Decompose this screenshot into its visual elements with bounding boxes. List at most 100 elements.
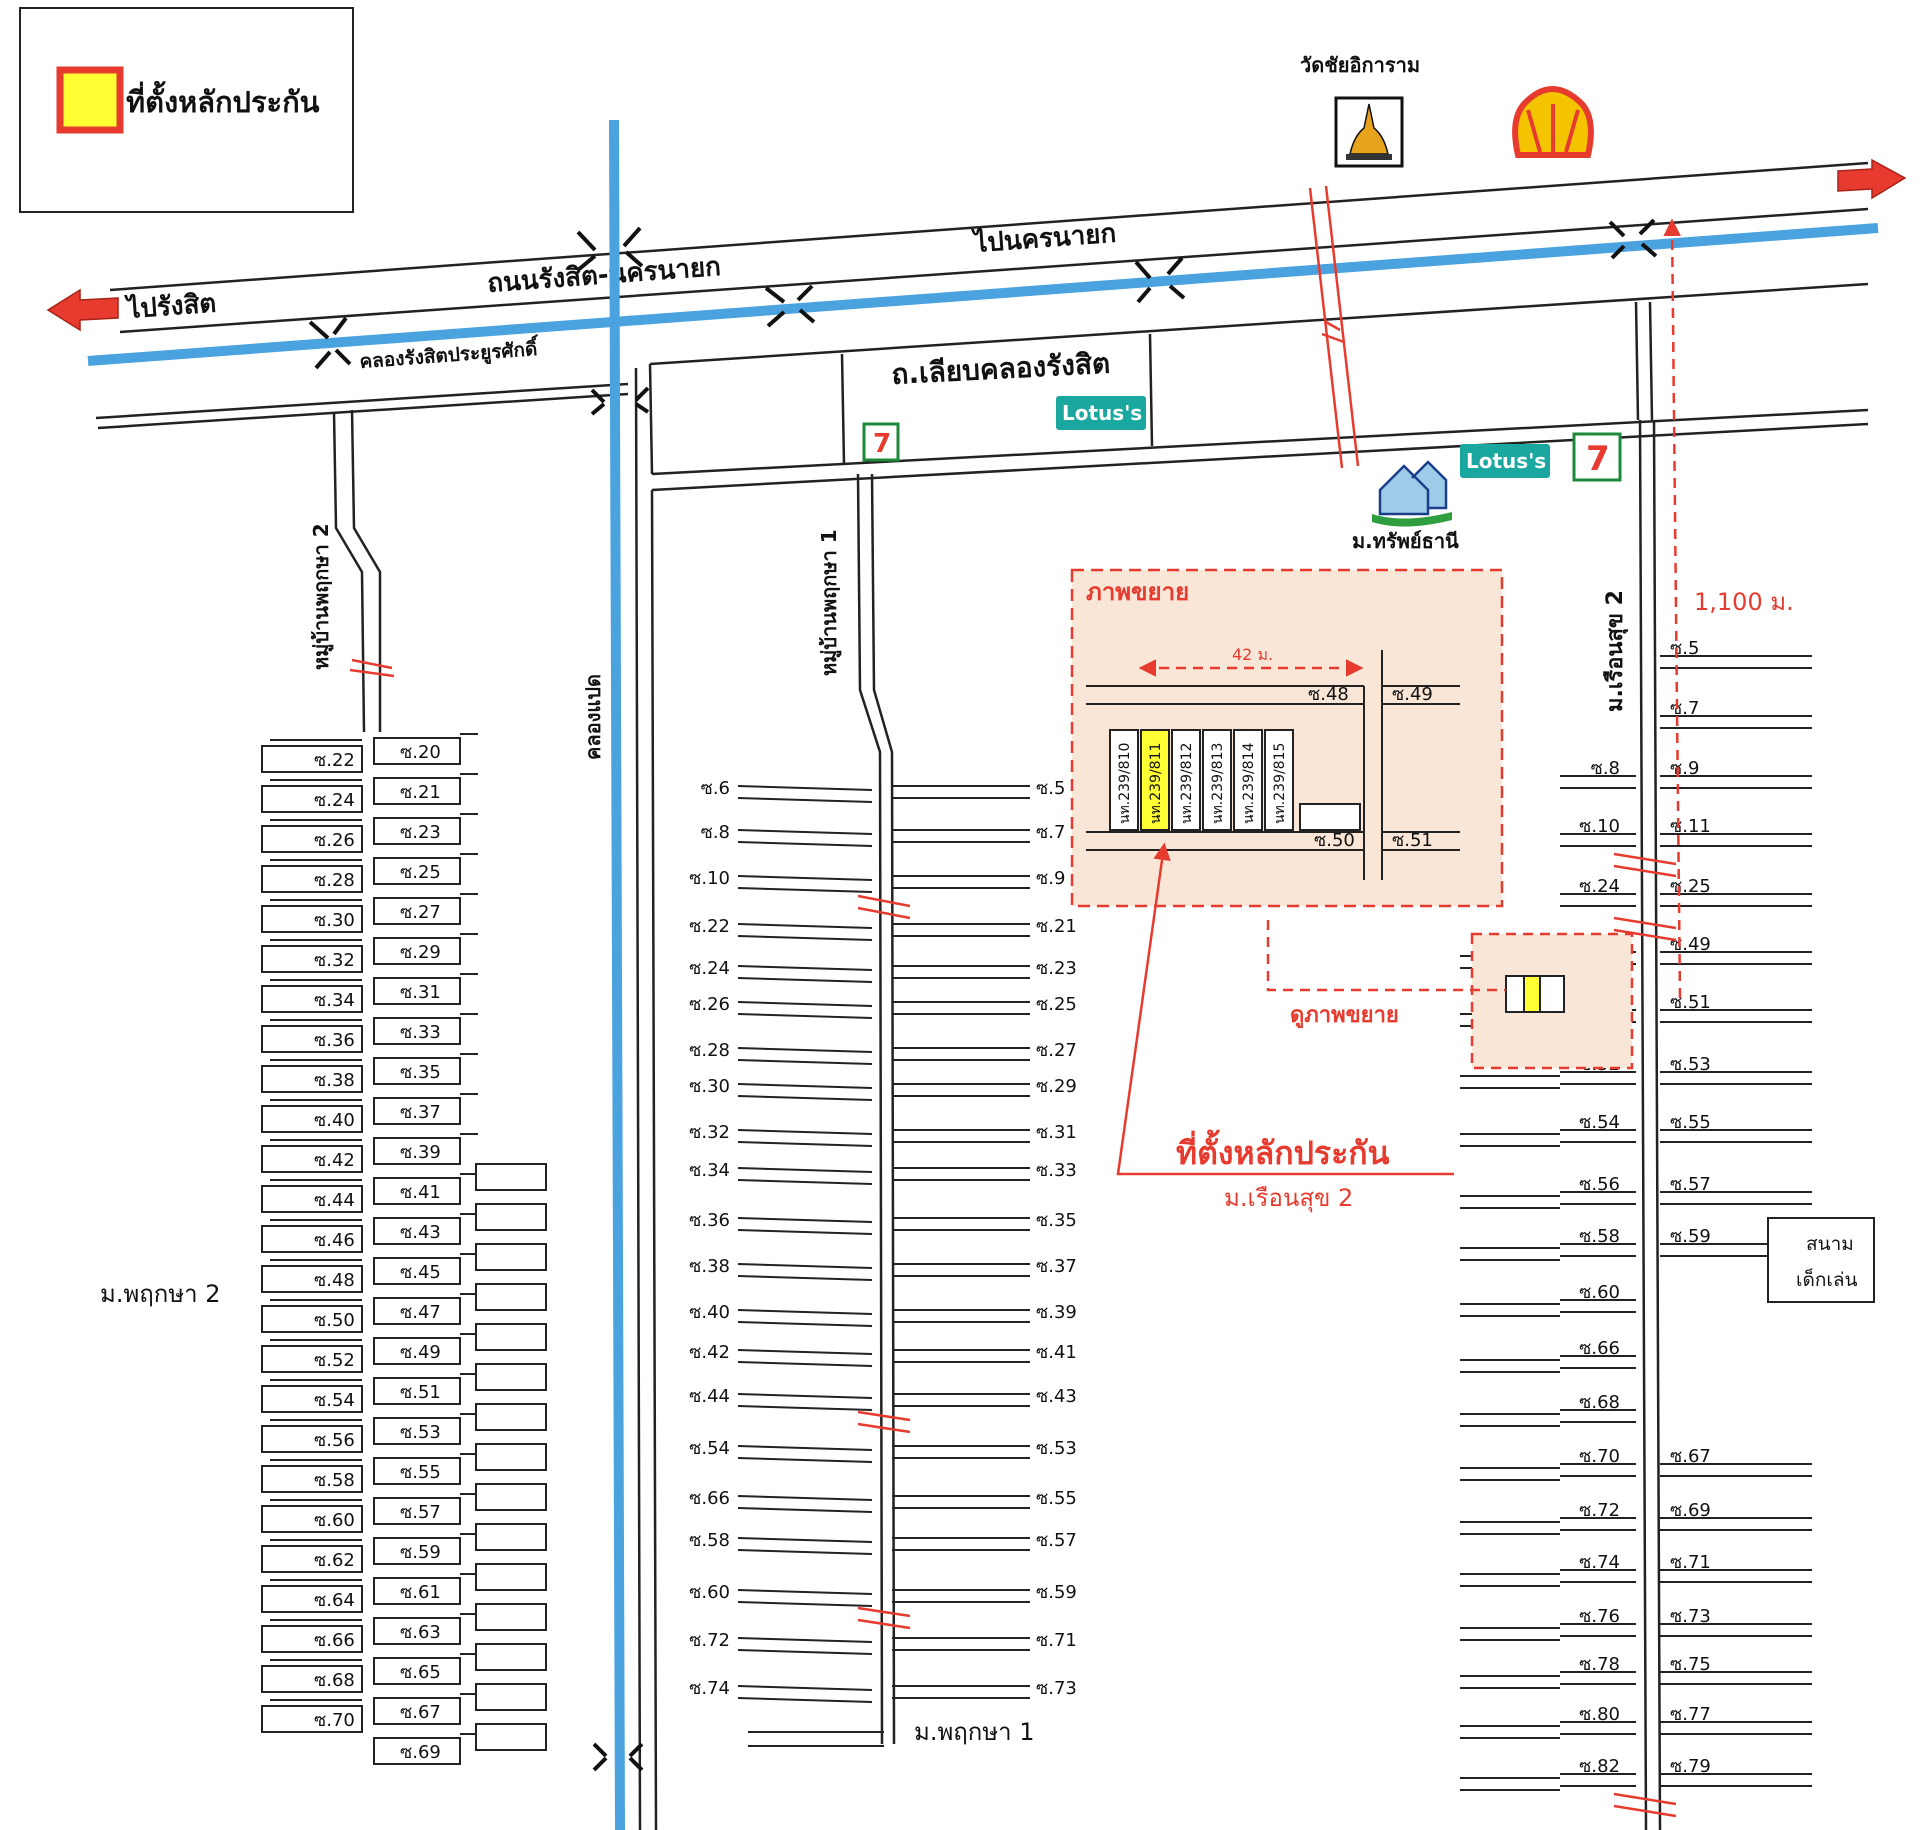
p2-right-plot xyxy=(373,1257,461,1285)
p2-left-plot xyxy=(261,1105,363,1133)
p2-right-soi: ซ.20 xyxy=(400,742,441,763)
p2-far-plot xyxy=(475,1563,547,1591)
p2-right-soi: ซ.39 xyxy=(400,1142,441,1163)
p2-right-soi: ซ.59 xyxy=(400,1542,441,1563)
p2-far-plot xyxy=(475,1443,547,1471)
p2-left-soi: ซ.22 xyxy=(314,750,355,771)
p2-left-plot xyxy=(261,985,363,1013)
r2-right-soi: ซ.25 xyxy=(1670,876,1711,897)
r2-left-soi: ซ.74 xyxy=(1579,1552,1620,1573)
r2-right-soi: ซ.79 xyxy=(1670,1756,1711,1777)
zoom-plot xyxy=(1233,729,1263,831)
zoom-plot xyxy=(1171,729,1201,831)
p1-row xyxy=(737,1309,873,1315)
p2-right-soi: ซ.21 xyxy=(400,782,441,803)
p2-left-plot xyxy=(261,1425,363,1453)
r2-left-soi: ซ.72 xyxy=(1579,1500,1620,1521)
svg-text:7: 7 xyxy=(1586,439,1610,479)
playground-label-1: สนาม xyxy=(1806,1233,1854,1255)
r2-left-soi: ซ.10 xyxy=(1579,816,1620,837)
zoom-soi-49: ซ.49 xyxy=(1392,684,1433,705)
p1-right-soi: ซ.43 xyxy=(1036,1386,1077,1407)
p2-left-plot xyxy=(261,1545,363,1573)
zoom-locator: ดูภาพขยาย xyxy=(1266,920,1634,1070)
collateral-title: ที่ตั้งหลักประกัน xyxy=(1176,1129,1390,1172)
p2-left-plot xyxy=(261,1505,363,1533)
playground-label-2: เด็กเล่น xyxy=(1796,1267,1857,1291)
pruksa1-label: ม.พฤกษา 1 xyxy=(914,1718,1035,1746)
p2-left-plot xyxy=(261,1065,363,1093)
p2-left-soi: ซ.50 xyxy=(314,1310,355,1331)
p1-right-soi: ซ.29 xyxy=(1036,1076,1077,1097)
lotus-logo-1: Lotus's xyxy=(1056,396,1146,430)
p2-far-plot xyxy=(475,1363,547,1391)
zoom-plot-label: นท.239/813 xyxy=(1210,743,1226,824)
p1-row xyxy=(737,923,873,929)
p2-right-soi: ซ.49 xyxy=(400,1342,441,1363)
shell-station xyxy=(1512,86,1594,158)
r2-left-soi: ซ.58 xyxy=(1579,1226,1620,1247)
p1-right-soi: ซ.21 xyxy=(1036,916,1077,937)
temple: วัดชัยอิการาม xyxy=(1300,53,1420,168)
seven-eleven-1: 7 xyxy=(862,422,900,462)
p2-left-soi: ซ.44 xyxy=(314,1190,355,1211)
r2-left-soi: ซ.54 xyxy=(1579,1112,1620,1133)
p2-left-soi: ซ.60 xyxy=(314,1510,355,1531)
pruksa2-village: หมู่บ้านพฤกษา 2 ซ.20ซ.21ซ.23ซ.25ซ.27ซ.29… xyxy=(100,409,547,1765)
p2-left-plot xyxy=(261,1185,363,1213)
r2-left-soi: ซ.60 xyxy=(1579,1282,1620,1303)
p1-left-soi: ซ.60 xyxy=(689,1582,730,1603)
p2-left-soi: ซ.26 xyxy=(314,830,355,851)
p1-row xyxy=(737,1495,873,1501)
r2-right-soi: ซ.71 xyxy=(1670,1552,1711,1573)
frontage-road-label: ถ.เลียบคลองรังสิต xyxy=(891,347,1111,391)
zoom-plot-label: นท.239/811 xyxy=(1148,743,1164,824)
zoom-title: ภาพขยาย xyxy=(1086,578,1189,606)
p1-row xyxy=(737,1083,873,1089)
p2-right-plot xyxy=(373,1697,461,1725)
p2-left-plot xyxy=(261,1345,363,1373)
p1-left-soi: ซ.36 xyxy=(689,1210,730,1231)
p1-left-soi: ซ.34 xyxy=(689,1160,730,1181)
p2-left-soi: ซ.70 xyxy=(314,1710,355,1731)
p2-left-soi: ซ.64 xyxy=(314,1590,355,1611)
p1-row xyxy=(737,965,873,971)
p1-row xyxy=(737,829,873,835)
p1-row xyxy=(737,1047,873,1053)
distance-label: 1,100 ม. xyxy=(1694,588,1794,616)
p1-right-soi: ซ.23 xyxy=(1036,958,1077,979)
bridges xyxy=(308,218,1658,1772)
r2-left-soi: ซ.80 xyxy=(1579,1704,1620,1725)
p2-far-plot xyxy=(475,1683,547,1711)
r2-right-soi: ซ.59 xyxy=(1670,1226,1711,1247)
p2-far-plot xyxy=(475,1483,547,1511)
p2-left-soi: ซ.32 xyxy=(314,950,355,971)
p2-right-soi: ซ.61 xyxy=(400,1582,441,1603)
p1-right-soi: ซ.5 xyxy=(1036,778,1065,799)
p2-left-soi: ซ.34 xyxy=(314,990,355,1011)
collateral-subtitle: ม.เรือนสุข 2 xyxy=(1224,1184,1353,1213)
p1-left-soi: ซ.26 xyxy=(689,994,730,1015)
p2-right-soi: ซ.25 xyxy=(400,862,441,883)
p2-left-soi: ซ.42 xyxy=(314,1150,355,1171)
p1-row xyxy=(737,1637,873,1643)
r2-right-soi: ซ.9 xyxy=(1670,758,1699,779)
r2-right-soi: ซ.75 xyxy=(1670,1654,1711,1675)
p2-left-soi: ซ.56 xyxy=(314,1430,355,1451)
p1-right-soi: ซ.7 xyxy=(1036,822,1065,843)
p1-right-soi: ซ.31 xyxy=(1036,1122,1077,1143)
p1-left-soi: ซ.38 xyxy=(689,1256,730,1277)
r2-right-soi: ซ.5 xyxy=(1670,638,1699,659)
p2-right-plot xyxy=(373,1217,461,1245)
p1-left-soi: ซ.44 xyxy=(689,1386,730,1407)
zoom-soi-51: ซ.51 xyxy=(1392,830,1433,851)
p2-right-soi: ซ.27 xyxy=(400,902,441,923)
p1-left-soi: ซ.24 xyxy=(689,958,730,979)
p2-right-plot xyxy=(373,1297,461,1325)
p2-right-soi: ซ.29 xyxy=(400,942,441,963)
p2-left-soi: ซ.66 xyxy=(314,1630,355,1651)
p2-left-plot xyxy=(261,1265,363,1293)
p2-right-plot xyxy=(373,1617,461,1645)
p1-right-soi: ซ.71 xyxy=(1036,1630,1077,1651)
